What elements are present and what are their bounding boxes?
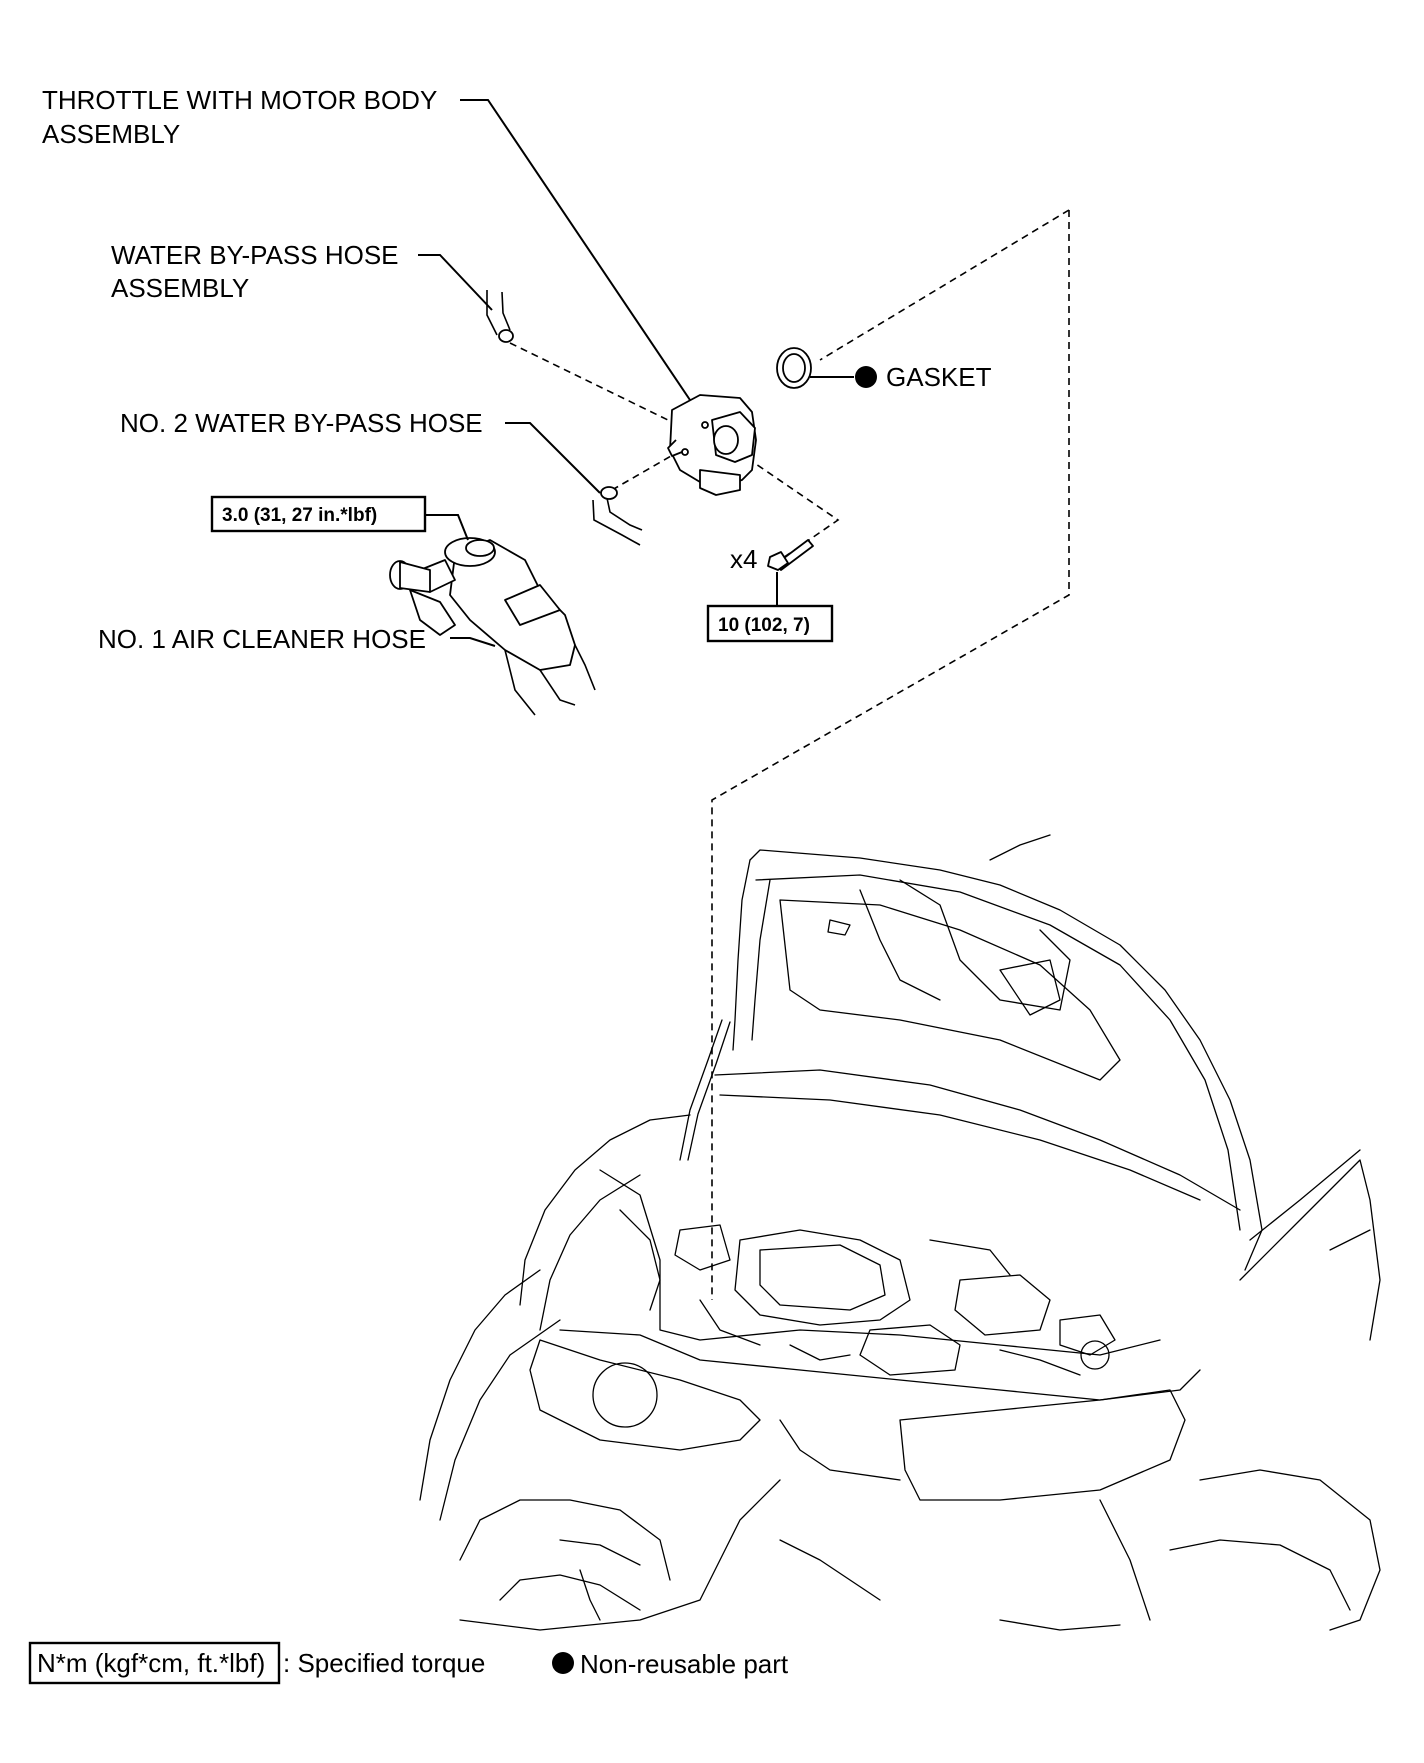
legend-non-reusable-icon — [552, 1652, 574, 1674]
leader-lines — [418, 99, 854, 647]
torque-value-air-cleaner-clamp: 3.0 (31, 27 in.*lbf) — [222, 505, 377, 526]
legend: N*m (kgf*cm, ft.*lbf) : Specified torque… — [28, 1641, 789, 1685]
non-reusable-bullet-icon — [855, 366, 877, 388]
torque-value-throttle-bolts: 10 (102, 7) — [718, 615, 810, 636]
label-bolt-quantity: x4 — [730, 544, 757, 574]
water-bypass-hose-part — [486, 290, 514, 343]
label-throttle-body-line1: THROTTLE WITH MOTOR BODY — [42, 85, 437, 115]
torque-spec-air-cleaner: 3.0 (31, 27 in.*lbf) — [210, 495, 427, 533]
label-throttle-body-line2: ASSEMBLY — [42, 119, 180, 149]
label-water-bypass-hose-line2: ASSEMBLY — [111, 273, 249, 303]
label-no2-water-bypass-hose: NO. 2 WATER BY-PASS HOSE — [120, 408, 483, 438]
no2-water-bypass-hose-part — [592, 486, 643, 546]
throttle-body-part — [667, 394, 757, 496]
legend-torque-units: N*m (kgf*cm, ft.*lbf) — [37, 1648, 265, 1678]
gasket-part — [776, 347, 812, 389]
legend-torque-box — [28, 1641, 281, 1685]
air-cleaner-hose-part — [389, 537, 596, 716]
label-gasket: GASKET — [886, 362, 992, 392]
legend-torque-description: : Specified torque — [283, 1648, 485, 1678]
labels: THROTTLE WITH MOTOR BODY ASSEMBLY WATER … — [42, 85, 992, 654]
car-illustration — [419, 834, 1381, 1631]
label-water-bypass-hose-line1: WATER BY-PASS HOSE — [111, 240, 399, 270]
label-no1-air-cleaner-hose: NO. 1 AIR CLEANER HOSE — [98, 624, 426, 654]
legend-non-reusable-description: Non-reusable part — [580, 1649, 789, 1679]
torque-spec-throttle-bolts: 10 (102, 7) — [706, 604, 834, 643]
bolt-part — [767, 539, 814, 571]
